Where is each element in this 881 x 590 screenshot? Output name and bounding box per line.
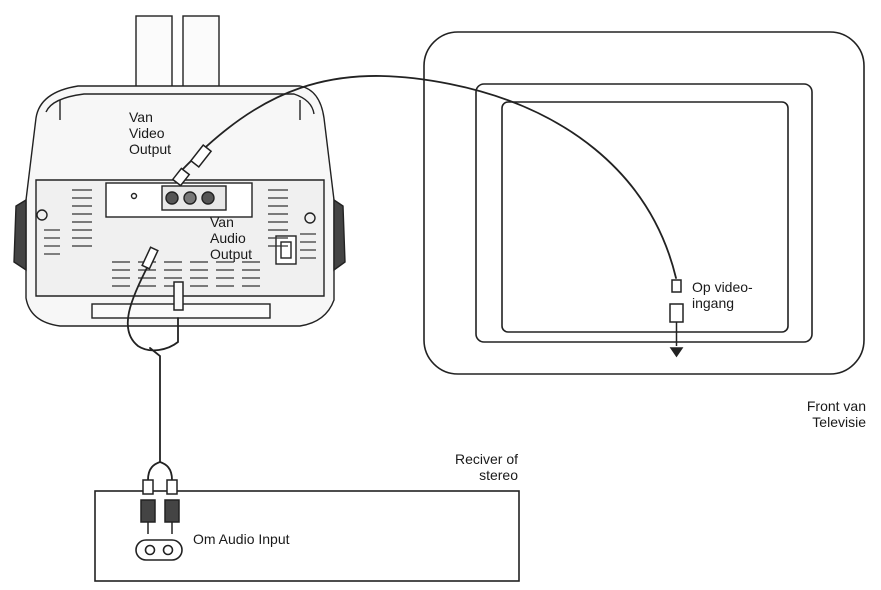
audio-cable [126,261,179,352]
player-side-right [333,198,346,272]
audio-left-jack [183,191,197,205]
screw-left [36,209,48,221]
video-output-label: Van Video Output [129,109,172,157]
receiver-label: Reciver of stereo [454,451,518,483]
video-output-jack [165,191,179,205]
video-input-label: Op video- ingang [692,279,753,311]
audio-input-jacks [135,539,183,561]
audio-input-label: Om Audio Input [193,531,290,547]
tv-screen [501,101,789,333]
screw-right [304,212,316,224]
tv-outer-frame [423,31,865,375]
dvd-player [13,15,346,327]
player-side-left [13,198,27,272]
audio-output-label: Van Audio Output [210,214,253,262]
cables [126,75,677,481]
audio-right-jack [201,191,215,205]
receiver-box [94,490,520,582]
audio-plug-left [141,246,159,270]
receiver-plug-left [142,479,154,495]
video-plug-tv [671,279,682,293]
video-plug-player [189,143,213,169]
player-vents [44,189,316,287]
receiver-stereo [94,490,520,582]
video-cable [181,75,677,279]
power-socket [275,235,297,265]
television [423,31,865,375]
audio-plug-right [173,281,184,311]
receiver-plug-right [166,479,178,495]
plugs [140,143,684,534]
tv-bezel [475,83,813,343]
tv-front-label: Front van Televisie [806,398,866,430]
